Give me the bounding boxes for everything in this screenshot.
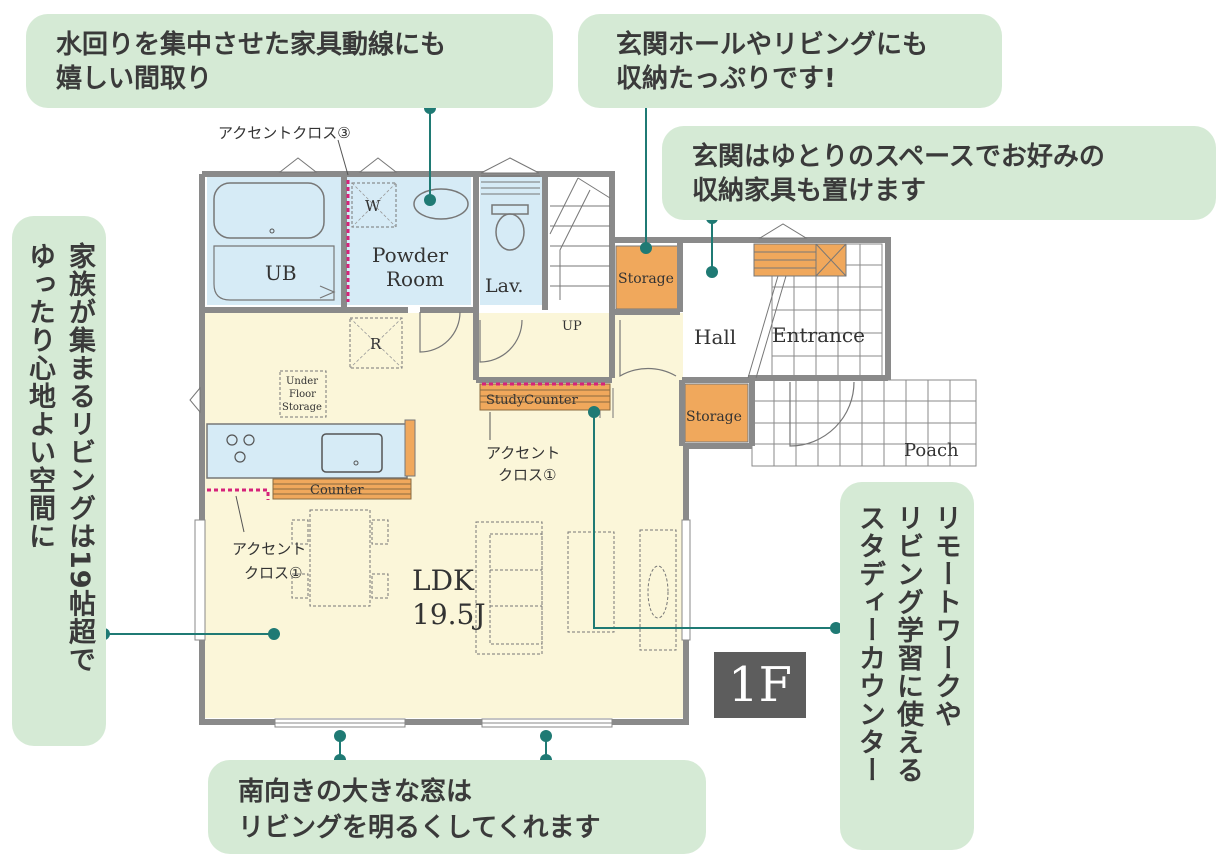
label-up: UP: [562, 319, 582, 334]
sofa-set: [475, 521, 677, 655]
vent-powder: [358, 157, 398, 173]
fridge-box: [349, 317, 403, 369]
shower-floor: [213, 245, 335, 301]
toilet-bowl: [495, 213, 525, 251]
powder-sink: [413, 188, 469, 220]
label-powder-1: Powder: [372, 243, 448, 267]
kitchen-counter: [206, 423, 408, 479]
floor-badge: 1F: [714, 652, 806, 718]
callout-water-area-line-2: 嬉しい間取り: [56, 64, 213, 94]
label-poach: Poach: [904, 440, 959, 461]
west-window: [194, 519, 206, 641]
label-w: W: [365, 197, 381, 215]
callout-study-counter-line-3: スタディーカウンター: [854, 504, 885, 784]
callout-hall-storage-line-1: 玄関ホールやリビングにも: [616, 30, 929, 60]
storage-hall-box: [615, 245, 681, 310]
shower-faucet: [319, 285, 336, 299]
washer-box: [351, 182, 397, 228]
callout-south-windows-line-2: リビングを明るくしてくれます: [238, 813, 601, 843]
label-lav: Lav.: [485, 275, 523, 297]
connectors: [104, 108, 836, 760]
label-study-counter: StudyCounter: [486, 393, 579, 408]
callout-water-area: 水回りを集中させた家具動線にも 嬉しい間取り: [26, 14, 553, 108]
door-hall: [619, 320, 677, 378]
label-ub: UB: [265, 261, 297, 285]
east-window: [681, 519, 691, 641]
study-counter-shelf: [479, 383, 611, 411]
label-counter: Counter: [310, 483, 364, 498]
callout-entrance-space-line-1: 玄関はゆとりのスペースでお好みの: [692, 142, 1105, 172]
kitchen-pantry: [404, 419, 416, 477]
accent-lines: [207, 180, 608, 500]
label-r: R: [370, 335, 382, 353]
porch-tiles: [751, 379, 977, 467]
label-ldk: LDK: [412, 564, 475, 597]
label-accent-study-1: アクセント: [486, 444, 560, 462]
lav-vent: [480, 157, 540, 195]
label-accent-kitchen-1: アクセント: [232, 540, 306, 558]
callout-study-counter-line-2: リビング学習に使える: [892, 504, 923, 784]
callout-water-area-line-1: 水回りを集中させた家具動線にも: [56, 30, 447, 60]
callout-hall-storage-line-2: 収納たっぷりです!: [616, 64, 836, 94]
label-storage-lower: Storage: [686, 409, 742, 425]
bathtub: [213, 182, 325, 239]
cooktop: [226, 434, 255, 463]
door-entrance: [789, 381, 855, 447]
label-under-3: Storage: [282, 402, 322, 413]
accent-leader-3: [337, 139, 349, 176]
label-accent-kitchen-2: クロス①: [244, 564, 302, 582]
door-powder: [419, 311, 461, 353]
label-powder-2: Room: [386, 267, 444, 291]
label-ldk-size: 19.5J: [412, 598, 486, 631]
callout-living-line-2: ゆったり心地よい空間に: [24, 242, 55, 550]
under-floor-box: [279, 370, 327, 418]
accent-leader-kitchen: [235, 495, 245, 533]
shoe-cabinet: [753, 243, 847, 277]
label-accent-study-2: クロス①: [498, 466, 556, 484]
callout-entrance-space-line-2: 収納家具も置けます: [692, 176, 927, 206]
label-under-1: Under: [286, 376, 318, 387]
label-storage-hall: Storage: [618, 271, 674, 287]
label-entrance: Entrance: [772, 323, 865, 347]
label-accent-cloth-3: アクセントクロス③: [218, 124, 351, 142]
callout-entrance-space: 玄関はゆとりのスペースでお好みの 収納家具も置けます: [662, 126, 1216, 220]
label-under-2: Floor: [289, 389, 316, 400]
south-windows: [274, 718, 613, 728]
callout-study-counter: リモートワークや リビング学習に使える スタディーカウンター: [840, 482, 974, 850]
bathtub-drain: [269, 228, 275, 234]
counter-shelf: [272, 478, 412, 500]
storage-lower-box: [684, 383, 749, 443]
vent-entrance: [758, 223, 808, 239]
vent-ub: [278, 157, 318, 173]
door-lav: [479, 319, 523, 363]
callout-south-windows-line-1: 南向きの大きな窓は: [238, 777, 473, 807]
staircase: [549, 177, 611, 300]
callout-living-line-1: 家族が集まるリビングは19帖超で: [64, 242, 95, 674]
callout-south-windows: 南向きの大きな窓は リビングを明るくしてくれます: [208, 760, 706, 854]
kitchen-sink: [321, 433, 383, 473]
label-hall: Hall: [694, 325, 736, 349]
callout-hall-storage: 玄関ホールやリビングにも 収納たっぷりです!: [578, 14, 1002, 108]
callout-study-counter-line-1: リモートワークや: [930, 504, 961, 728]
dining-set: [291, 509, 389, 607]
west-vent: [189, 386, 201, 414]
lav-floor: [480, 177, 543, 305]
callout-living: 家族が集まるリビングは19帖超で ゆったり心地よい空間に: [12, 216, 106, 746]
